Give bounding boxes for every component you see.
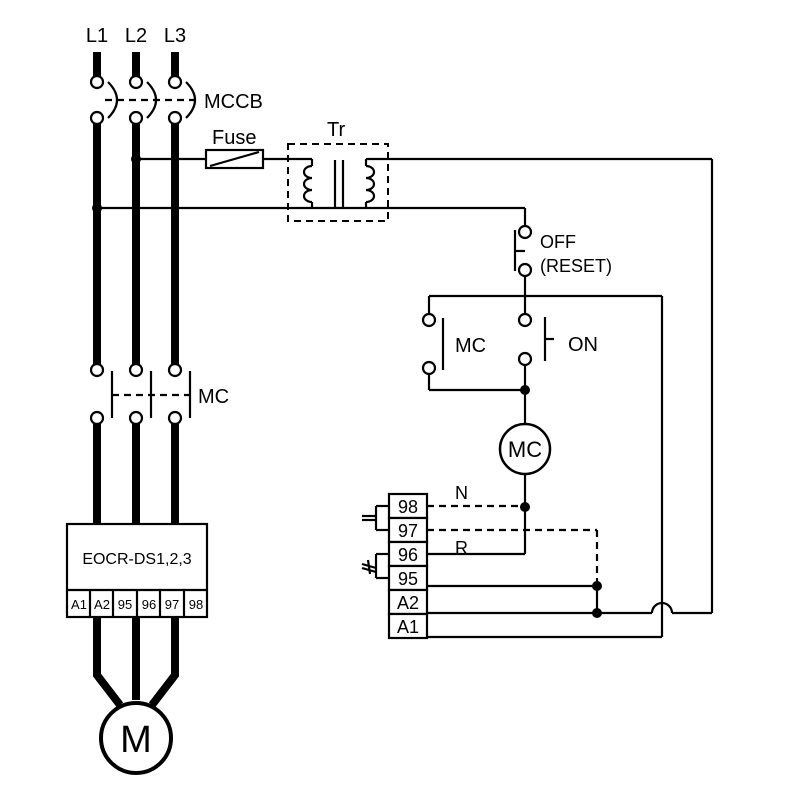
- mccb-breaker: [89, 52, 197, 126]
- eocr-name: EOCR-DS1,2,3: [82, 551, 191, 568]
- side-terminal-96: 96: [398, 545, 418, 565]
- reset-label: (RESET): [540, 256, 612, 276]
- off-label: OFF: [540, 232, 576, 252]
- phase-l1-label: L1: [86, 25, 108, 47]
- main-contactor-label: MC: [198, 386, 229, 408]
- relay-contact-symbols: [361, 504, 389, 580]
- wire-label-n: N: [455, 483, 468, 503]
- eocr-terminal-95: 95: [118, 597, 132, 612]
- transformer: [287, 143, 389, 222]
- phase-l3-label: L3: [164, 25, 186, 47]
- mc-coil-label: MC: [508, 437, 542, 462]
- wire-label-r: R: [455, 538, 468, 558]
- side-terminal-95: 95: [398, 569, 418, 589]
- side-terminal-a1: A1: [397, 617, 419, 637]
- motor-line-3: [148, 617, 179, 708]
- on-label: ON: [568, 334, 598, 356]
- mc-aux-contact: [421, 312, 445, 376]
- mccb-label: MCCB: [204, 91, 263, 113]
- mc-aux-label: MC: [455, 335, 486, 357]
- motor-line-1: [93, 617, 124, 708]
- fuse-label: Fuse: [212, 127, 256, 149]
- fuse: [204, 148, 265, 170]
- on-switch: [517, 312, 554, 367]
- off-reset-switch: [513, 224, 533, 278]
- eocr-terminal-a2: A2: [94, 597, 110, 612]
- eocr-relay: [65, 522, 209, 619]
- eocr-terminal-a1: A1: [71, 597, 87, 612]
- side-terminal-97: 97: [398, 521, 418, 541]
- transformer-label: Tr: [327, 119, 345, 141]
- phase-l2-label: L2: [125, 25, 147, 47]
- motor-label: M: [120, 719, 152, 761]
- side-terminal-a2: A2: [397, 593, 419, 613]
- motor: [99, 701, 173, 775]
- main-contactor: [89, 362, 192, 426]
- eocr-terminal-98: 98: [189, 597, 203, 612]
- eocr-terminal-97: 97: [165, 597, 179, 612]
- side-terminal-98: 98: [398, 497, 418, 517]
- eocr-terminal-96: 96: [142, 597, 156, 612]
